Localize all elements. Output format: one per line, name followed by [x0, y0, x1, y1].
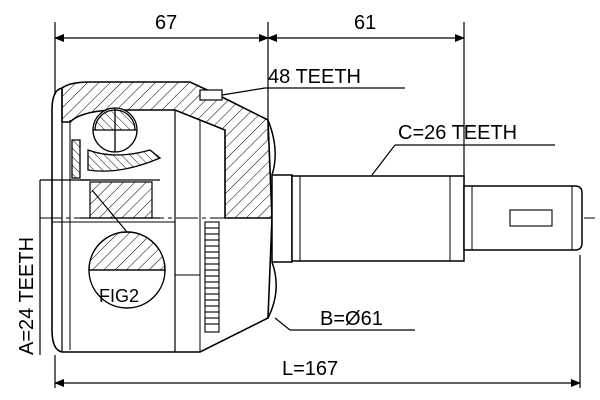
- seal-diameter-label: B=Ø61: [320, 308, 383, 330]
- dim-right-label: 61: [354, 12, 376, 34]
- boot-neck: [267, 119, 277, 319]
- abs-teeth-label: 48 TEETH: [268, 66, 361, 88]
- abs-callout: [199, 87, 405, 101]
- abs-ring: [204, 221, 220, 333]
- dim-total-label: L=167: [282, 358, 338, 380]
- outer-spline-callout: [371, 144, 555, 176]
- stub-shaft: [271, 174, 583, 263]
- seal-callout: [274, 317, 415, 331]
- joint-housing: [51, 81, 273, 353]
- inner-spline-section: [89, 181, 153, 219]
- dimension-top: [54, 22, 465, 180]
- outer-spline-label: C=26 TEETH: [398, 122, 517, 144]
- inner-spline-label: A=24 TEETH: [16, 237, 38, 355]
- dimension-bottom: [54, 255, 581, 388]
- fig2-label: FIG2: [99, 286, 139, 306]
- inner-spline-callout: [39, 179, 90, 355]
- dim-left-label: 67: [155, 12, 177, 34]
- fig2-detail: [88, 189, 166, 309]
